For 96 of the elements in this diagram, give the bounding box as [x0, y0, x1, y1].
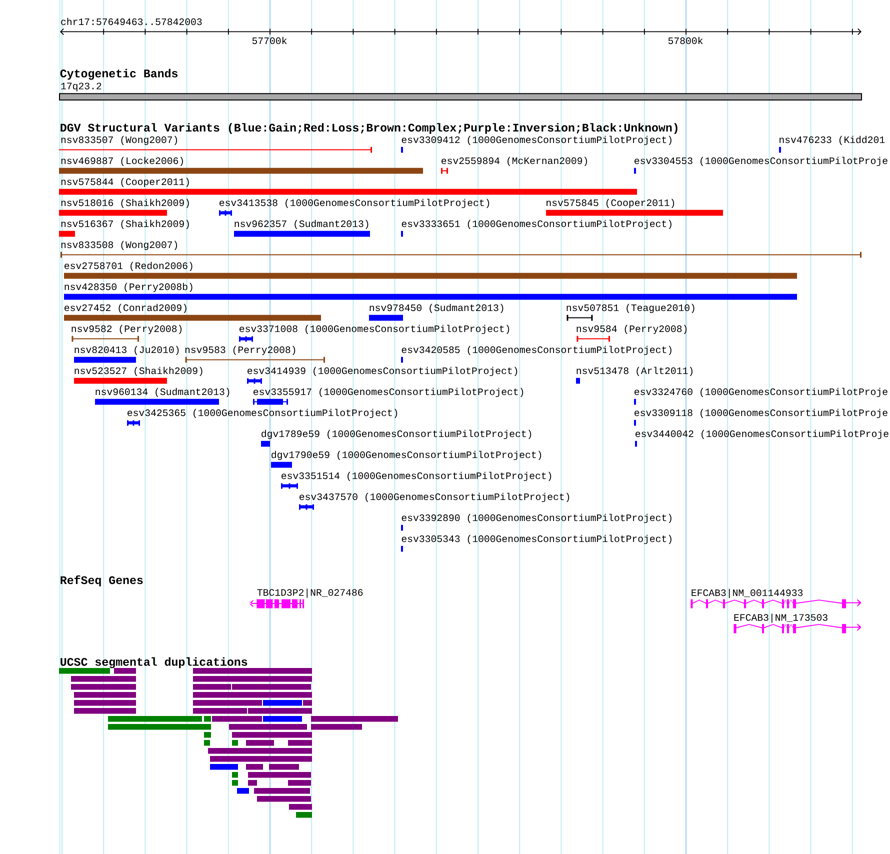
- duplication-bar: [263, 700, 302, 706]
- duplication-bar: [288, 780, 311, 786]
- duplication-bar: [74, 700, 136, 706]
- duplication-bar: [71, 684, 136, 690]
- duplication-bar: [193, 708, 247, 714]
- duplication-bar: [71, 676, 136, 682]
- duplication-bar: [248, 772, 311, 778]
- variant-label: nsv476233 (Kidd201: [780, 136, 885, 146]
- track-heading: DGV Structural Variants (Blue:Gain;Red:Loss;Brown:Complex;Purple:Inversion;Black:Unknown): [60, 123, 678, 134]
- track-heading: UCSC segmental duplications: [60, 657, 248, 668]
- variant-label: nsv9582 (Perry2008): [72, 324, 182, 334]
- duplication-bar: [74, 692, 136, 698]
- variant-label: nsv833508 (Wong2007): [61, 240, 178, 250]
- duplication-bar: [288, 740, 312, 746]
- duplication-bar: [269, 764, 299, 770]
- duplication-bar: [248, 780, 257, 786]
- variant-label: esv3324760 (1000GenomesConsortiumPilotProje: [634, 388, 888, 398]
- duplication-bar: [59, 668, 110, 674]
- duplication-bar: [232, 772, 238, 778]
- variant-label: esv2559894 (McKernan2009): [442, 156, 587, 166]
- gene-label: EFCAB3|NM_001144933: [692, 588, 803, 598]
- track-heading: RefSeq Genes: [60, 575, 143, 586]
- variant-label: nsv833507 (Wong2007): [61, 136, 178, 146]
- variant-label: nsv820413 (Ju2010): [74, 346, 179, 356]
- variant-label: esv3392890 (1000GenomesConsortiumPilotProject): [402, 514, 672, 524]
- band-label: 17q23.2: [61, 82, 102, 92]
- variant-label: nsv523527 (Shaikh2009): [74, 366, 202, 376]
- duplication-bar: [229, 724, 307, 730]
- variant-label: esv27452 (Conrad2009): [64, 304, 186, 314]
- duplication-bar: [254, 788, 310, 794]
- duplication-bar: [311, 716, 398, 722]
- duplication-bar: [210, 764, 238, 770]
- variant-label: esv3371008 (1000GenomesConsortiumPilotProject): [240, 324, 510, 334]
- duplication-bar: [204, 732, 211, 738]
- variant-label: esv3413538 (1000GenomesConsortiumPilotProject): [220, 198, 490, 208]
- variant-label: nsv575844 (Cooper2011): [61, 178, 189, 188]
- variant-label: dgv1790e59 (1000GenomesConsortiumPilotProject): [272, 450, 542, 460]
- variant-label: nsv575845 (Cooper2011): [546, 198, 674, 208]
- duplication-bar: [232, 740, 238, 746]
- variant-label: esv3420585 (1000GenomesConsortiumPilotProject): [402, 346, 672, 356]
- variant-label: esv3437570 (1000GenomesConsortiumPilotProject): [300, 492, 570, 502]
- duplication-bar: [303, 700, 312, 706]
- variant-label: nsv960134 (Sudmant2013): [96, 388, 230, 398]
- duplication-bar: [232, 732, 312, 738]
- variant-label: esv3333651 (1000GenomesConsortiumPilotProject): [402, 220, 672, 230]
- variant-label: esv2758701 (Redon2006): [64, 262, 192, 272]
- variant-label: esv3309118 (1000GenomesConsortiumPilotProje: [634, 408, 888, 418]
- variant-label: nsv428350 (Perry2008b): [64, 282, 192, 292]
- tick-label: 57700k: [252, 36, 287, 44]
- duplication-bar: [74, 708, 136, 714]
- variant-label: esv3425365 (1000GenomesConsortiumPilotProject): [128, 408, 398, 418]
- variant-label: nsv513478 (Arlt2011): [576, 366, 692, 376]
- duplication-bar: [193, 668, 312, 674]
- duplication-bar: [193, 676, 312, 682]
- variant-label: esv3305343 (1000GenomesConsortiumPilotProject): [402, 534, 672, 544]
- duplication-bar: [204, 740, 210, 746]
- variant-label: esv3355917 (1000GenomesConsortiumPilotProject): [254, 388, 524, 398]
- duplication-bar: [108, 716, 202, 722]
- duplication-bar: [248, 708, 312, 714]
- duplication-bar: [108, 724, 211, 730]
- duplication-bar: [210, 756, 312, 762]
- duplication-bar: [289, 804, 312, 810]
- variant-label: esv3440042 (1000GenomesConsortiumPilotProje: [636, 430, 888, 440]
- region-label: chr17:57649463..57842003: [61, 18, 202, 26]
- duplication-bar: [296, 812, 312, 818]
- variant-label: esv3304553 (1000GenomesConsortiumPilotProje: [634, 156, 888, 166]
- variant-label: dgv1789e59 (1000GenomesConsortiumPilotProject): [262, 430, 532, 440]
- duplication-bar: [232, 780, 238, 786]
- variant-label: esv3351514 (1000GenomesConsortiumPilotProject): [282, 472, 552, 482]
- variant-label: nsv978450 (Sudmant2013): [370, 304, 504, 314]
- duplication-bar: [237, 788, 249, 794]
- variant-label: nsv507851 (Teague2010): [566, 304, 694, 314]
- duplication-bar: [246, 764, 263, 770]
- duplication-bar: [193, 684, 231, 690]
- duplication-bar: [204, 716, 211, 722]
- duplication-bar: [212, 716, 262, 722]
- variant-label: esv3414939 (1000GenomesConsortiumPilotProject): [248, 366, 518, 376]
- duplication-bar: [263, 716, 302, 722]
- duplication-bar: [193, 700, 262, 706]
- duplication-bar: [208, 748, 312, 754]
- duplication-bar: [311, 724, 362, 730]
- variant-label: nsv9584 (Perry2008): [576, 324, 687, 334]
- variant-label: nsv962357 (Sudmant2013): [234, 220, 368, 230]
- duplication-bar: [246, 740, 274, 746]
- variant-label: nsv518016 (Shaikh2009): [61, 198, 189, 208]
- duplication-bar: [257, 796, 311, 802]
- variant-label: nsv516367 (Shaikh2009): [61, 220, 189, 230]
- duplication-bar: [193, 692, 312, 698]
- duplication-bar: [114, 668, 136, 674]
- variant-label: nsv469887 (Locke2006): [61, 156, 183, 166]
- tick-label: 57800k: [668, 36, 703, 44]
- variant-label: esv3309412 (1000GenomesConsortiumPilotProject): [402, 136, 672, 146]
- variant-label: nsv9583 (Perry2008): [185, 346, 296, 356]
- gene-label: TBC1D3P2|NR_027486: [257, 588, 363, 598]
- track-heading: Cytogenetic Bands: [60, 68, 178, 80]
- gene-label: EFCAB3|NM_173503: [734, 614, 828, 623]
